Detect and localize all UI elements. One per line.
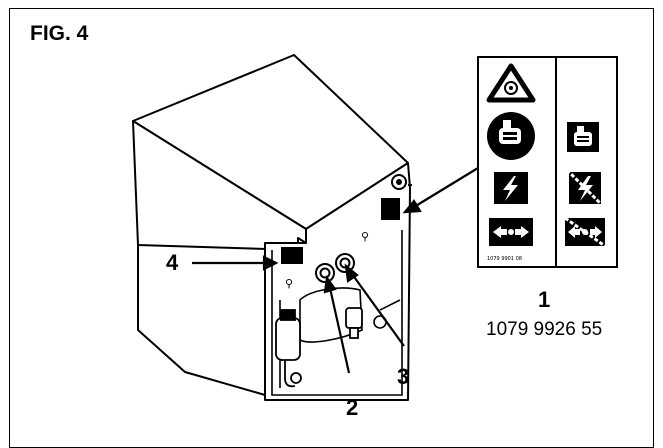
- callout-3: 3: [397, 364, 410, 389]
- service-manual-icon-right: [567, 122, 599, 152]
- svg-text:⚲: ⚲: [361, 230, 369, 243]
- warning-triangle-icon: [486, 63, 536, 103]
- service-manual-icon: [487, 112, 535, 160]
- warning-label-decal: 1079 9901 08: [477, 56, 618, 268]
- warning-symbols: [486, 58, 606, 266]
- pump-assembly: [275, 307, 363, 388]
- vent-left: [281, 247, 303, 264]
- electric-hazard-crossed-icon: [565, 168, 605, 208]
- decal-code: 1079 9901 08: [487, 256, 522, 262]
- callout-arrows: [192, 167, 479, 374]
- pressure-crossed-icon: [564, 216, 606, 248]
- callout-1: 1: [538, 287, 551, 312]
- part-number: 1079 9926 55: [486, 319, 603, 340]
- callout-4: 4: [166, 250, 179, 275]
- electric-hazard-icon: [494, 172, 528, 204]
- svg-text:⚲: ⚲: [285, 277, 293, 290]
- cabinet-lower-left: [137, 245, 266, 396]
- pressure-icon: [489, 218, 533, 246]
- callout-2: 2: [346, 395, 359, 420]
- connector-2: [315, 263, 335, 283]
- figure-title: FIG. 4: [30, 22, 89, 45]
- appliance-illustration: ⚲ ⚲: [132, 54, 479, 401]
- vent-right: [381, 198, 400, 220]
